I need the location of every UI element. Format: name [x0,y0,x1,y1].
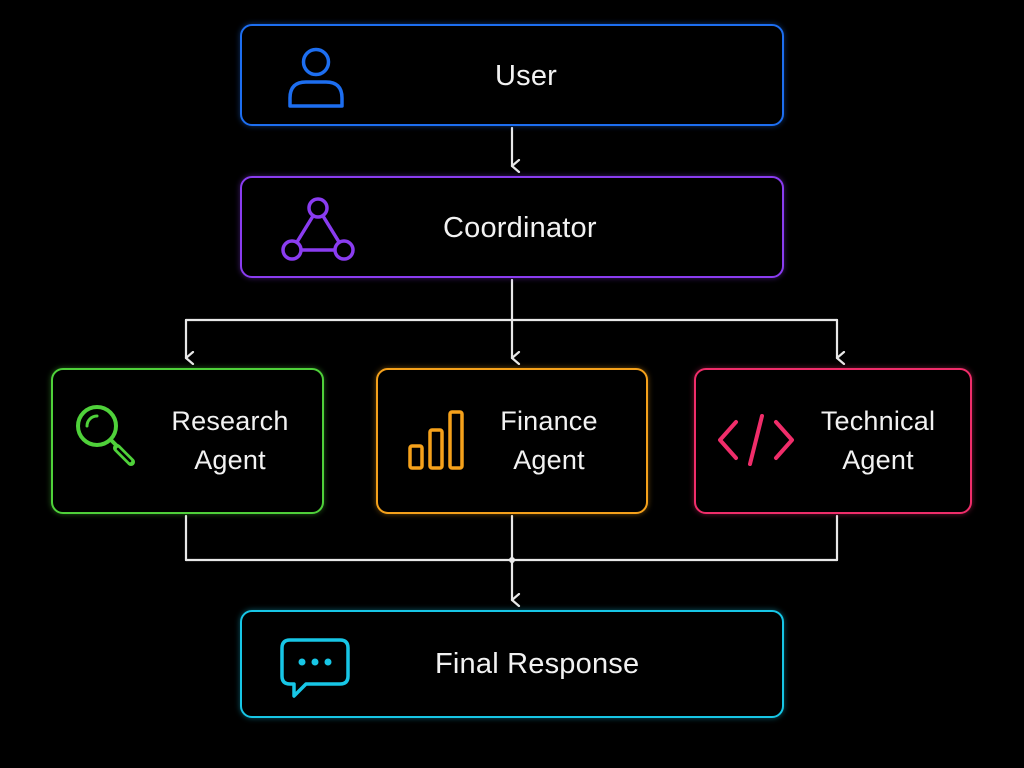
final-response-label: Final Response [435,648,640,680]
research-agent-label: Research Agent [165,402,295,480]
research-agent-node[interactable]: Research Agent [51,368,324,514]
user-node[interactable]: User [240,24,784,126]
technical-agent-label-line2: Agent [842,445,914,475]
technical-agent-node[interactable]: Technical Agent [694,368,972,514]
research-agent-label-line2: Agent [194,445,266,475]
coordinator-label: Coordinator [443,212,597,244]
finance-agent-label: Finance Agent [484,402,614,480]
bar-chart-icon [408,410,464,470]
chat-bubble-icon [280,638,350,698]
magnifier-icon [76,405,135,466]
user-label: User [495,60,558,92]
finance-agent-label-line2: Agent [513,445,585,475]
merge-junction-dot [509,557,515,563]
research-agent-label-line1: Research [171,406,289,436]
code-icon [718,414,794,466]
user-icon [288,47,344,108]
network-nodes-icon [281,197,355,261]
finance-agent-label-line1: Finance [500,406,598,436]
coordinator-node[interactable]: Coordinator [240,176,784,278]
final-response-node[interactable]: Final Response [240,610,784,718]
technical-agent-label-line1: Technical [820,406,936,436]
finance-agent-node[interactable]: Finance Agent [376,368,648,514]
technical-agent-label: Technical Agent [808,402,948,480]
